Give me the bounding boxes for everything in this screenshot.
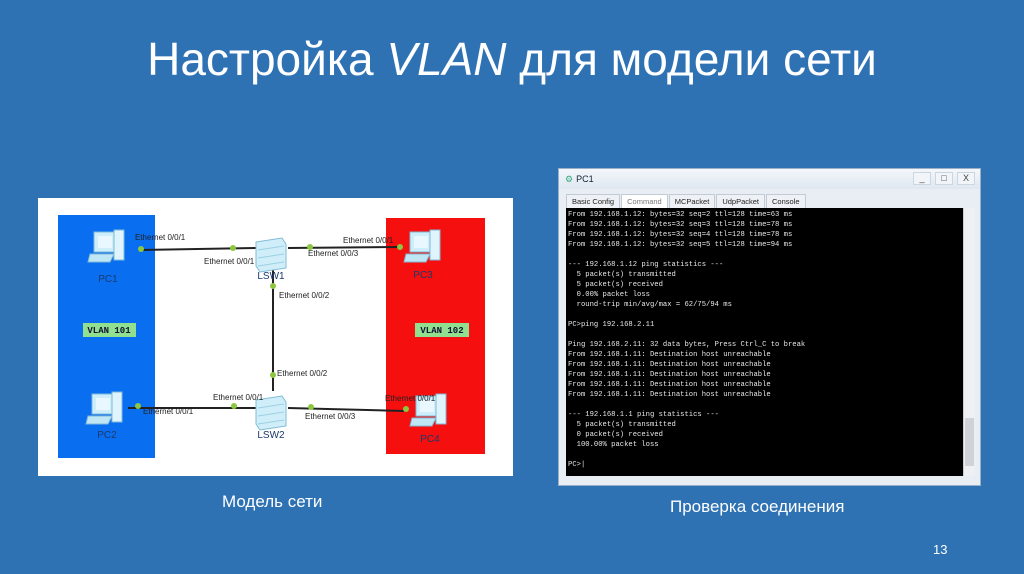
window-titlebar: ⚙ PC1 _ □ X xyxy=(559,169,980,189)
terminal-line xyxy=(568,250,961,260)
terminal-line: 5 packet(s) transmitted xyxy=(568,271,676,279)
terminal-line: From 192.168.1.12: bytes=32 seq=4 ttl=12… xyxy=(568,231,793,239)
tab-command[interactable]: Command xyxy=(621,194,668,209)
scrollbar-thumb[interactable] xyxy=(965,418,974,466)
port-label: Ethernet 0/0/2 xyxy=(277,369,328,378)
command-output[interactable]: From 192.168.1.12: bytes=32 seq=2 ttl=12… xyxy=(566,208,963,476)
tab-mcpacket[interactable]: MCPacket xyxy=(668,194,716,209)
terminal-line: From 192.168.1.11: Destination host unre… xyxy=(568,371,771,379)
caption-connection-check: Проверка соединения xyxy=(670,497,845,516)
lsw1-label: LSW1 xyxy=(257,271,285,282)
tab-console[interactable]: Console xyxy=(766,194,806,209)
terminal-line: From 192.168.1.12: bytes=32 seq=5 ttl=12… xyxy=(568,241,793,249)
terminal-line: --- 192.168.1.1 ping statistics --- xyxy=(568,411,719,419)
page-number: 13 xyxy=(933,542,948,557)
terminal-line: From 192.168.1.11: Destination host unre… xyxy=(568,391,771,399)
port-label: Ethernet 0/0/1 xyxy=(213,393,264,402)
pc1-label: PC1 xyxy=(98,274,118,285)
minimize-button[interactable]: _ xyxy=(913,172,931,185)
pc4-label: PC4 xyxy=(420,434,440,445)
network-diagram: PC1 PC3 PC2 PC4 LSW1 LSW2 Ethernet 0/0/1… xyxy=(38,198,513,476)
pc3-label: PC3 xyxy=(413,270,433,281)
caption-network-model: Модель сети xyxy=(222,492,323,511)
app-icon: ⚙ xyxy=(565,173,574,184)
port-label: Ethernet 0/0/1 xyxy=(143,407,194,416)
scrollbar[interactable] xyxy=(963,208,975,476)
terminal-line: From 192.168.1.12: bytes=32 seq=3 ttl=12… xyxy=(568,221,793,229)
terminal-line: From 192.168.1.11: Destination host unre… xyxy=(568,351,771,359)
maximize-button[interactable]: □ xyxy=(935,172,953,185)
vlan-101-label: VLAN 101 xyxy=(87,326,131,336)
terminal-line: 0.00% packet loss xyxy=(568,291,650,299)
vlan-102-label: VLAN 102 xyxy=(420,326,463,336)
lsw2-label: LSW2 xyxy=(257,430,285,441)
terminal-line xyxy=(568,400,961,410)
terminal-line: 5 packet(s) received xyxy=(568,281,663,289)
port-label: Ethernet 0/0/1 xyxy=(343,236,394,245)
pc1-terminal-window: ⚙ PC1 _ □ X Basic Config Command MCPacke… xyxy=(558,168,981,486)
terminal-line: From 192.168.1.12: bytes=32 seq=2 ttl=12… xyxy=(568,211,793,219)
tab-basic-config[interactable]: Basic Config xyxy=(566,194,621,209)
pc2-label: PC2 xyxy=(97,430,117,441)
terminal-line xyxy=(568,330,961,340)
terminal-line: From 192.168.1.11: Destination host unre… xyxy=(568,361,771,369)
terminal-line: 5 packet(s) transmitted xyxy=(568,421,676,429)
tab-udppacket[interactable]: UdpPacket xyxy=(716,194,765,209)
port-label: Ethernet 0/0/3 xyxy=(308,249,359,258)
terminal-line: round-trip min/avg/max = 62/75/94 ms xyxy=(568,301,732,309)
terminal-line xyxy=(568,450,961,460)
slide-title: Настройка VLAN для модели сети xyxy=(147,33,877,85)
terminal-line: PC>ping 192.168.2.11 xyxy=(568,321,655,329)
lsw1-icon[interactable] xyxy=(255,237,287,273)
close-button[interactable]: X xyxy=(957,172,975,185)
terminal-line: 0 packet(s) received xyxy=(568,431,663,439)
port-label: Ethernet 0/0/1 xyxy=(204,257,255,266)
port-label: Ethernet 0/0/2 xyxy=(279,291,330,300)
terminal-line: From 192.168.1.11: Destination host unre… xyxy=(568,381,771,389)
window-title: PC1 xyxy=(576,174,594,184)
port-label: Ethernet 0/0/1 xyxy=(385,394,436,403)
port-label: Ethernet 0/0/3 xyxy=(305,412,356,421)
port-label: Ethernet 0/0/1 xyxy=(135,233,186,242)
terminal-line xyxy=(568,310,961,320)
terminal-line: --- 192.168.1.12 ping statistics --- xyxy=(568,261,724,269)
terminal-line: Ping 192.168.2.11: 32 data bytes, Press … xyxy=(568,341,806,349)
terminal-line: PC>| xyxy=(568,461,586,469)
terminal-line: 100.00% packet loss xyxy=(568,441,659,449)
